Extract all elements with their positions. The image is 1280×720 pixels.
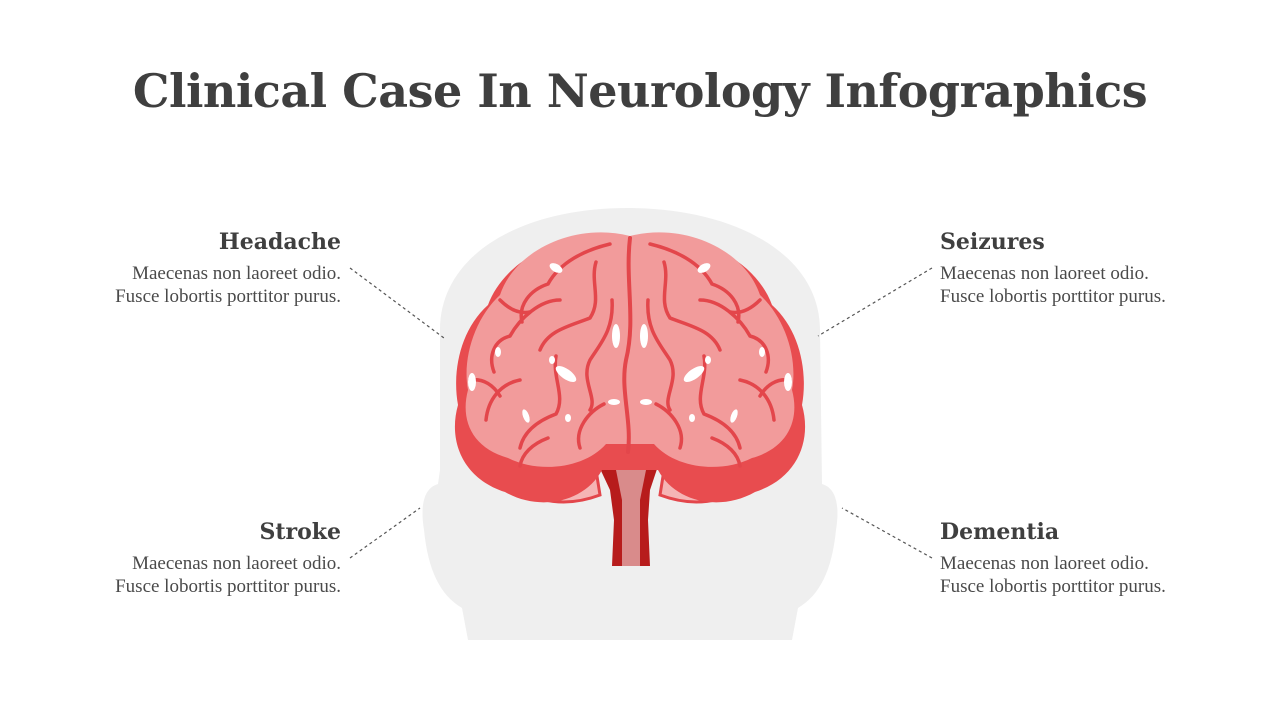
item-seizures: Seizures Maecenas non laoreet odio. Fusc… [940, 228, 1240, 308]
central-fissure [622, 236, 633, 454]
item-heading: Headache [218, 229, 341, 255]
page-title: Clinical Case In Neurology Infographics [132, 64, 1148, 118]
connector-dementia [841, 507, 933, 559]
item-description: Maecenas non laoreet odio. Fusce loborti… [115, 553, 341, 597]
item-description: Maecenas non laoreet odio. Fusce loborti… [940, 263, 1166, 307]
item-description: Maecenas non laoreet odio. Fusce loborti… [115, 263, 341, 307]
brain [454, 232, 806, 566]
item-description: Maecenas non laoreet odio. Fusce loborti… [940, 553, 1166, 597]
connector-stroke [349, 507, 421, 559]
connector-seizures [817, 267, 933, 337]
item-heading: Seizures [940, 229, 1045, 255]
item-dementia: Dementia Maecenas non laoreet odio. Fusc… [940, 518, 1240, 598]
connector-headache [349, 267, 445, 339]
item-headache: Headache Maecenas non laoreet odio. Fusc… [41, 228, 341, 308]
item-heading: Dementia [940, 519, 1060, 545]
item-heading: Stroke [259, 519, 341, 545]
item-stroke: Stroke Maecenas non laoreet odio. Fusce … [41, 518, 341, 598]
